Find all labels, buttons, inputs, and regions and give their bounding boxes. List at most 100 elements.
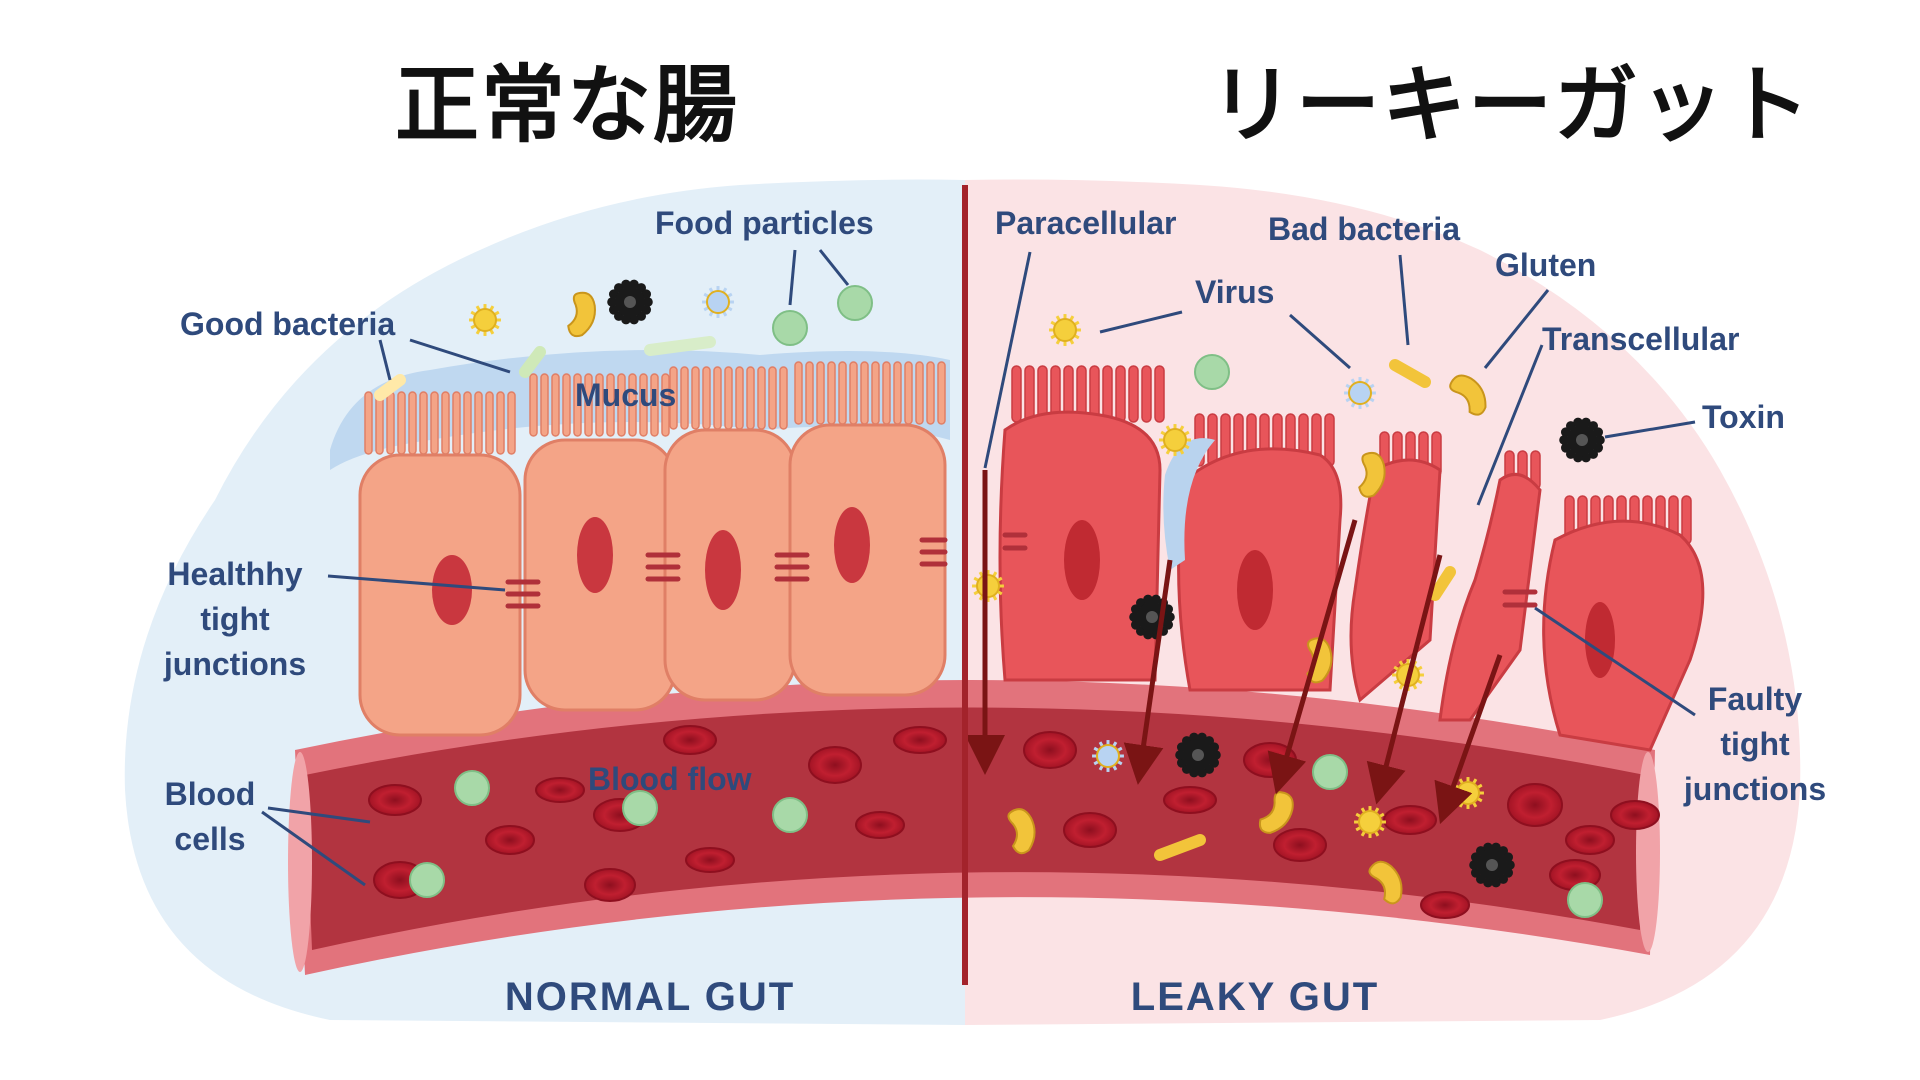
microvillus xyxy=(838,361,847,425)
microvillus xyxy=(1141,365,1152,423)
title-leaky-gut: リーキーガット xyxy=(1210,55,1813,154)
label-gluten: Gluten xyxy=(1495,247,1596,283)
toxin-icon xyxy=(1559,417,1605,463)
red-blood-cells xyxy=(368,725,1660,919)
damaged-mucus xyxy=(1163,438,1215,570)
label-paracellular: Paracellular xyxy=(995,205,1176,241)
leader-lines xyxy=(261,249,1696,887)
microvillus xyxy=(573,373,582,437)
food-particle-icon xyxy=(1567,882,1603,918)
label-blood-flow: Blood flow xyxy=(588,761,752,797)
bacteria-icon xyxy=(1429,566,1456,601)
cell-nucleus xyxy=(577,517,613,593)
microvillus xyxy=(702,366,711,430)
microvillus xyxy=(926,361,935,425)
bacteria-icon xyxy=(374,374,406,401)
microvillus xyxy=(452,391,461,455)
virus-icon xyxy=(1159,424,1191,456)
microvillus xyxy=(768,366,777,430)
red-blood-cell-icon xyxy=(368,784,422,816)
microvillus xyxy=(430,391,439,455)
bacteria-icon xyxy=(1389,359,1431,388)
gluten-icon xyxy=(1449,374,1487,416)
microvillus xyxy=(724,366,733,430)
virus-icon xyxy=(1092,740,1124,772)
food-particle-icon xyxy=(837,285,873,321)
red-blood-cell-icon xyxy=(893,726,947,754)
microvillus xyxy=(937,361,946,425)
bacteria-icon xyxy=(519,346,546,378)
microvillus xyxy=(871,361,880,425)
microvillus xyxy=(746,366,755,430)
microvillus xyxy=(606,373,615,437)
transport-arrows xyxy=(965,470,1503,825)
microvillus xyxy=(507,391,516,455)
virus-icon xyxy=(1354,806,1386,838)
microvillus xyxy=(441,391,450,455)
microvillus xyxy=(735,366,744,430)
food-particle-icon xyxy=(772,797,808,833)
microvillus xyxy=(860,361,869,425)
food-particle-icon xyxy=(454,770,490,806)
microvillus xyxy=(595,373,604,437)
label-faulty-tj-2: tight xyxy=(1720,726,1790,762)
microvillus xyxy=(1011,365,1022,423)
tight-junctions xyxy=(505,537,948,609)
label-faulty-tj-1: Faulty xyxy=(1708,681,1802,717)
microvillus xyxy=(757,366,766,430)
microvillus xyxy=(364,391,373,455)
label-toxin: Toxin xyxy=(1702,399,1785,435)
food-particles-in-blood xyxy=(409,754,1603,918)
microvillus xyxy=(496,391,505,455)
red-blood-cell-icon xyxy=(1163,786,1217,814)
microvillus xyxy=(893,361,902,425)
microvillus xyxy=(816,361,825,425)
red-blood-cell-icon xyxy=(663,725,717,755)
toxin-icon xyxy=(1175,732,1221,778)
gluten-icon xyxy=(1007,808,1036,855)
label-virus: Virus xyxy=(1195,274,1274,310)
food-particle-icon xyxy=(1312,754,1348,790)
gluten-icon xyxy=(567,291,596,338)
normal-epithelium xyxy=(330,350,950,737)
microvillus xyxy=(386,391,395,455)
microvillus xyxy=(551,373,560,437)
microvillus xyxy=(1024,365,1035,423)
microvillus xyxy=(1128,365,1139,423)
red-blood-cell-icon xyxy=(1507,783,1563,827)
food-particle-icon xyxy=(409,862,445,898)
toxin-icon xyxy=(607,279,653,325)
microvillus xyxy=(713,366,722,430)
toxin-icon xyxy=(1469,842,1515,888)
red-blood-cell-icon xyxy=(685,847,735,873)
label-blood-cells-1: Blood xyxy=(165,776,256,812)
microvillus xyxy=(650,373,659,437)
microvillus xyxy=(1115,365,1126,423)
title-normal-gut: 正常な腸 xyxy=(395,55,740,154)
red-blood-cell-icon xyxy=(485,825,535,855)
label-healthy-tj-2: tight xyxy=(200,601,270,637)
microvillus xyxy=(617,373,626,437)
microvillus xyxy=(562,373,571,437)
microvillus xyxy=(882,361,891,425)
microvillus xyxy=(628,373,637,437)
label-healthy-tj-1: Healthhy xyxy=(167,556,302,592)
microvillus xyxy=(1154,365,1165,423)
cell-nucleus xyxy=(1064,520,1100,600)
cell-nucleus xyxy=(432,555,472,625)
red-blood-cell-icon xyxy=(1420,891,1470,919)
label-mucus: Mucus xyxy=(575,377,676,413)
label-food-particles: Food particles xyxy=(655,205,874,241)
faulty-tight-junctions xyxy=(1002,532,1538,608)
label-good-bacteria: Good bacteria xyxy=(180,306,395,342)
virus-icon xyxy=(469,304,501,336)
microvillus xyxy=(474,391,483,455)
normal-microvilli xyxy=(364,361,946,455)
red-blood-cell-icon xyxy=(1023,731,1077,769)
microvillus xyxy=(805,361,814,425)
red-blood-cell-icon xyxy=(584,868,636,902)
red-blood-cell-icon xyxy=(1610,800,1660,830)
label-bad-bacteria: Bad bacteria xyxy=(1268,211,1460,247)
food-particle-icon xyxy=(772,310,808,346)
